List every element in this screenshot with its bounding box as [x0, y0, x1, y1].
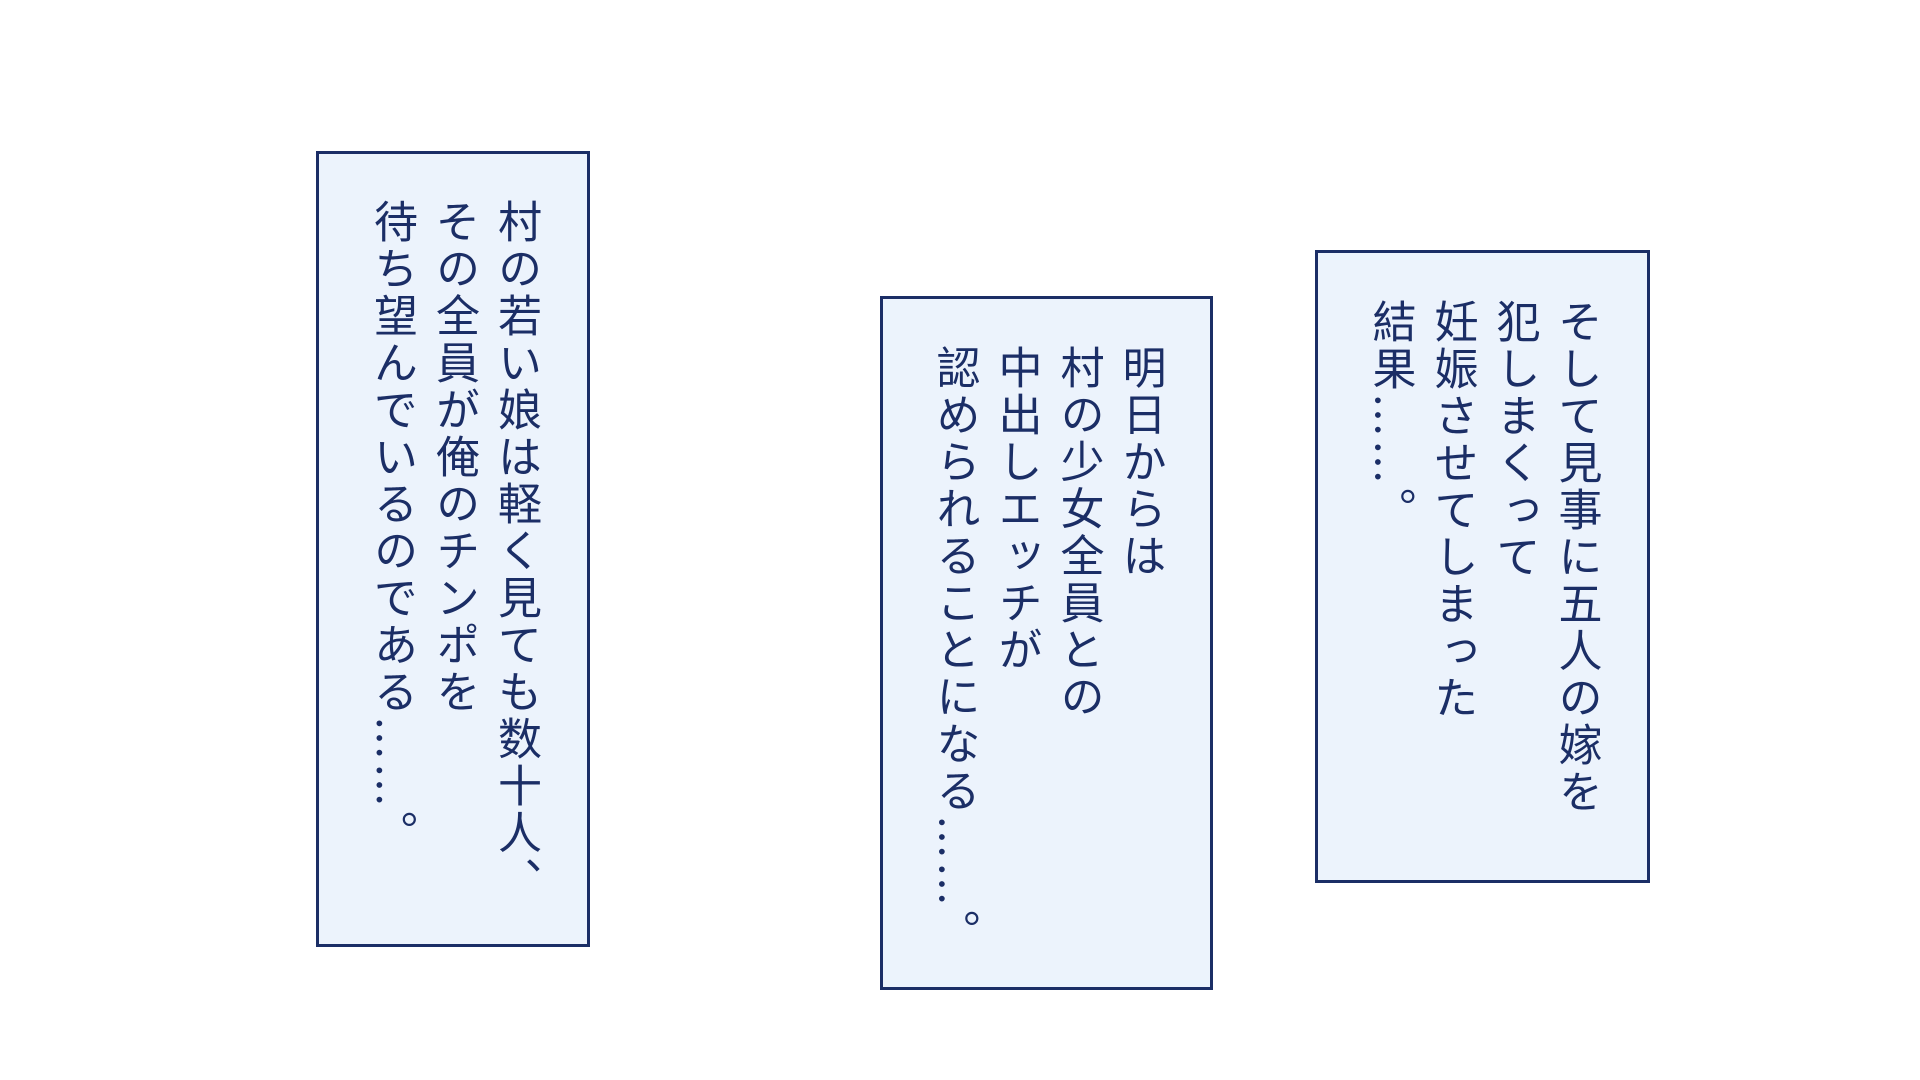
caption-box-middle: 明日からは 村の少女全員との 中出しエッチが 認められることになる……。	[880, 296, 1213, 990]
caption-text-middle: 明日からは 村の少女全員との 中出しエッチが 認められることになる……。	[928, 345, 1166, 956]
caption-box-right: そして見事に五人の嫁を 犯しまくって 妊娠させてしまった 結果……。	[1315, 250, 1650, 883]
caption-text-left: 村の若い娘は軽く見ても数十人、 その全員が俺のチンポを 待ち望んでいるのである……	[366, 199, 541, 904]
caption-text-right: そして見事に五人の嫁を 犯しまくって 妊娠させてしまった 結果……。	[1364, 299, 1602, 816]
caption-box-left: 村の若い娘は軽く見ても数十人、 その全員が俺のチンポを 待ち望んでいるのである……	[316, 151, 590, 947]
